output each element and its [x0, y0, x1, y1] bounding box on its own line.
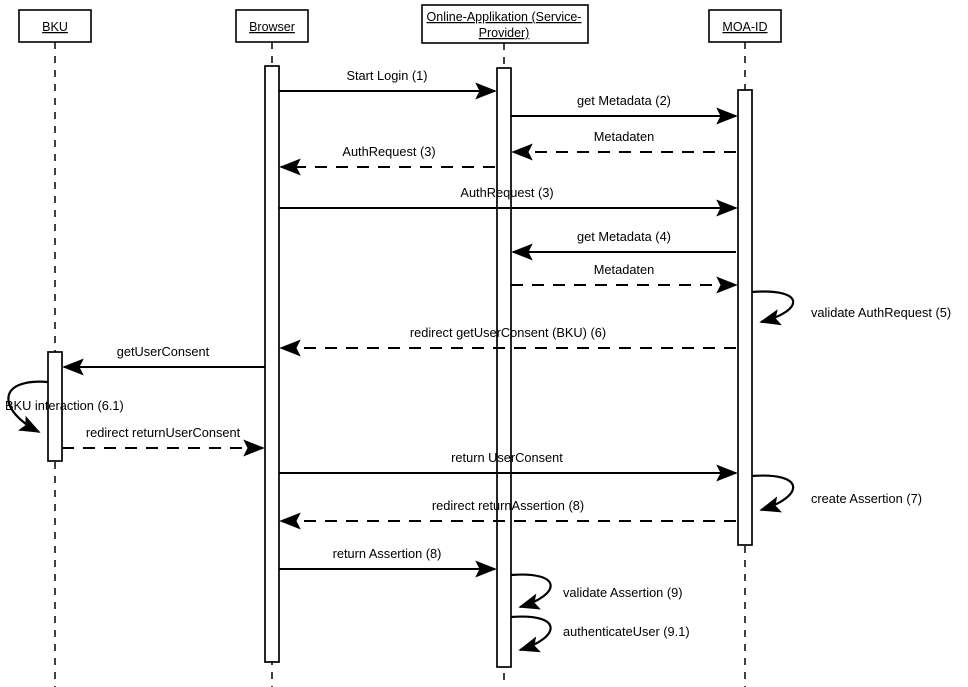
lifeline-box-browser[interactable] — [235, 9, 309, 43]
lifeline-box-moaid[interactable] — [708, 9, 782, 43]
lifeline-label-oa: Online-Applikation (Service- — [427, 10, 582, 24]
self-message-label: BKU interaction (6.1) — [5, 398, 124, 413]
activations-layer — [47, 65, 753, 668]
self-message-loop — [751, 474, 795, 513]
message-label: get Metadata (4) — [577, 229, 671, 244]
activation-bar-oa[interactable] — [496, 67, 512, 668]
message-3a: AuthRequest (3) — [279, 144, 495, 176]
lifeline-label-browser: Browser — [249, 20, 295, 34]
messages-layer: Start Login (1) get Metadata (2) Metadaten… — [62, 68, 738, 578]
message-label: redirect returnUserConsent — [86, 425, 241, 440]
message-label: Metadaten — [594, 129, 654, 144]
self-message-loop — [7, 380, 49, 433]
message-label: return UserConsent — [451, 450, 563, 465]
self-message-label: create Assertion (7) — [811, 491, 922, 506]
self-message-7: create Assertion (7) — [751, 474, 922, 513]
lifeline-bku: BKU — [18, 9, 92, 687]
message-metadaten: Metadaten — [511, 129, 736, 161]
message-getuserconsent: getUserConsent — [62, 344, 265, 376]
message-return-userconsent: return UserConsent — [279, 450, 738, 482]
message-3b: AuthRequest (3) — [279, 185, 738, 217]
self-message-label: authenticateUser (9.1) — [563, 624, 690, 639]
message-label: AuthRequest (3) — [460, 185, 553, 200]
message-label: redirect getUserConsent (BKU) (6) — [410, 325, 606, 340]
lifeline-box-oa[interactable] — [421, 4, 589, 44]
self-message-loop — [510, 615, 552, 653]
lifeline-label-moaid: MOA-ID — [722, 20, 767, 34]
message-label: return Assertion (8) — [333, 546, 442, 561]
activation-bar-bku[interactable] — [47, 351, 63, 462]
lifeline-label-bku: BKU — [42, 20, 68, 34]
self-message-9-1: authenticateUser (9.1) — [510, 615, 690, 653]
self-message-6-1: BKU interaction (6.1) — [5, 380, 124, 433]
message-4: get Metadata (4) — [511, 229, 736, 261]
message-redirect-returnuserconsent: redirect returnUserConsent — [62, 425, 265, 457]
self-message-label: validate AuthRequest (5) — [811, 305, 951, 320]
message-label: AuthRequest (3) — [342, 144, 435, 159]
self-message-loop — [751, 290, 795, 326]
self-message-loop — [510, 573, 552, 610]
message-8a: redirect returnAssertion (8) — [279, 498, 736, 530]
activation-bar-browser[interactable] — [264, 65, 280, 663]
lifeline-box-bku[interactable] — [18, 9, 92, 43]
message-6: redirect getUserConsent (BKU) (6) — [279, 325, 736, 357]
message-label: Metadaten — [594, 262, 654, 277]
message-metadaten: Metadaten — [511, 262, 738, 294]
activation-bar-moaid[interactable] — [737, 89, 753, 546]
message-label: get Metadata (2) — [577, 93, 671, 108]
message-label: redirect returnAssertion (8) — [432, 498, 584, 513]
self-messages-layer: validate AuthRequest (5) BKU interaction … — [5, 290, 951, 653]
message-label: getUserConsent — [117, 344, 210, 359]
self-message-label: validate Assertion (9) — [563, 585, 683, 600]
self-message-9: validate Assertion (9) — [510, 573, 683, 610]
message-1: Start Login (1) — [279, 68, 497, 100]
message-2: get Metadata (2) — [511, 93, 738, 125]
message-8b: return Assertion (8) — [279, 546, 497, 578]
message-label: Start Login (1) — [346, 68, 427, 83]
self-message-5: validate AuthRequest (5) — [751, 290, 951, 326]
lifeline-label2-oa: Provider) — [479, 26, 530, 40]
